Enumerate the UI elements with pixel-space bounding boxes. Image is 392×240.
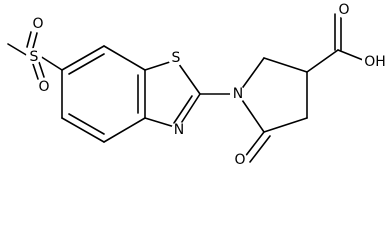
- bond-benzene-c6-c7: [61, 45, 105, 71]
- bond-pyrrolidine-c2-c3: [263, 57, 308, 73]
- bond-pyrrolidine-c4-c5: [263, 117, 308, 133]
- atom-lactam-oxygen: O: [234, 152, 245, 168]
- bond-benzene-c4-c5: [61, 117, 105, 143]
- bond-thiazole-c2-n-inner: [173, 95, 193, 124]
- bond-benzene-c3a-c4: [103, 117, 146, 143]
- bond-benzene-inner-c4-c5: [68, 113, 105, 135]
- bond-thiazole-c2-n: [177, 93, 201, 129]
- chemical-structure-diagram: S O O S N N O O OH: [7, 2, 386, 168]
- bond-methyl-sulfur: [7, 43, 29, 57]
- atom-thiazole-nitrogen: N: [174, 122, 184, 138]
- bond-sulfur-oxygen-bottom-a: [32, 63, 39, 80]
- bond-sulfur-benzene: [39, 55, 63, 71]
- bond-acid-c3-carbon: [306, 49, 339, 73]
- bond-lactam-carbonyl-b: [249, 135, 271, 163]
- atom-labels: S O O S N N O O OH: [26, 2, 386, 168]
- bond-lactam-carbonyl-a: [243, 131, 265, 159]
- bond-thiazole-s-c2: [175, 59, 201, 95]
- bond-benzene-inner-c6-c7: [68, 53, 105, 75]
- bonds: [7, 13, 369, 163]
- atom-acid-hydroxyl: OH: [364, 54, 386, 70]
- atom-sulfonyl-oxygen-bottom: O: [38, 79, 49, 95]
- atom-thiazole-sulfur: S: [172, 50, 181, 66]
- bond-benzene-c7-c7a: [103, 45, 146, 71]
- bond-sulfur-oxygen-top-b: [32, 32, 38, 49]
- atom-sulfonyl-oxygen-top: O: [32, 16, 43, 32]
- bond-sulfur-oxygen-top-a: [26, 31, 32, 48]
- bond-sulfur-oxygen-bottom-b: [38, 61, 45, 78]
- atom-acid-carbonyl-oxygen: O: [338, 2, 349, 18]
- atom-sulfonyl-sulfur: S: [30, 49, 39, 65]
- atom-pyrrolidine-nitrogen: N: [233, 86, 243, 102]
